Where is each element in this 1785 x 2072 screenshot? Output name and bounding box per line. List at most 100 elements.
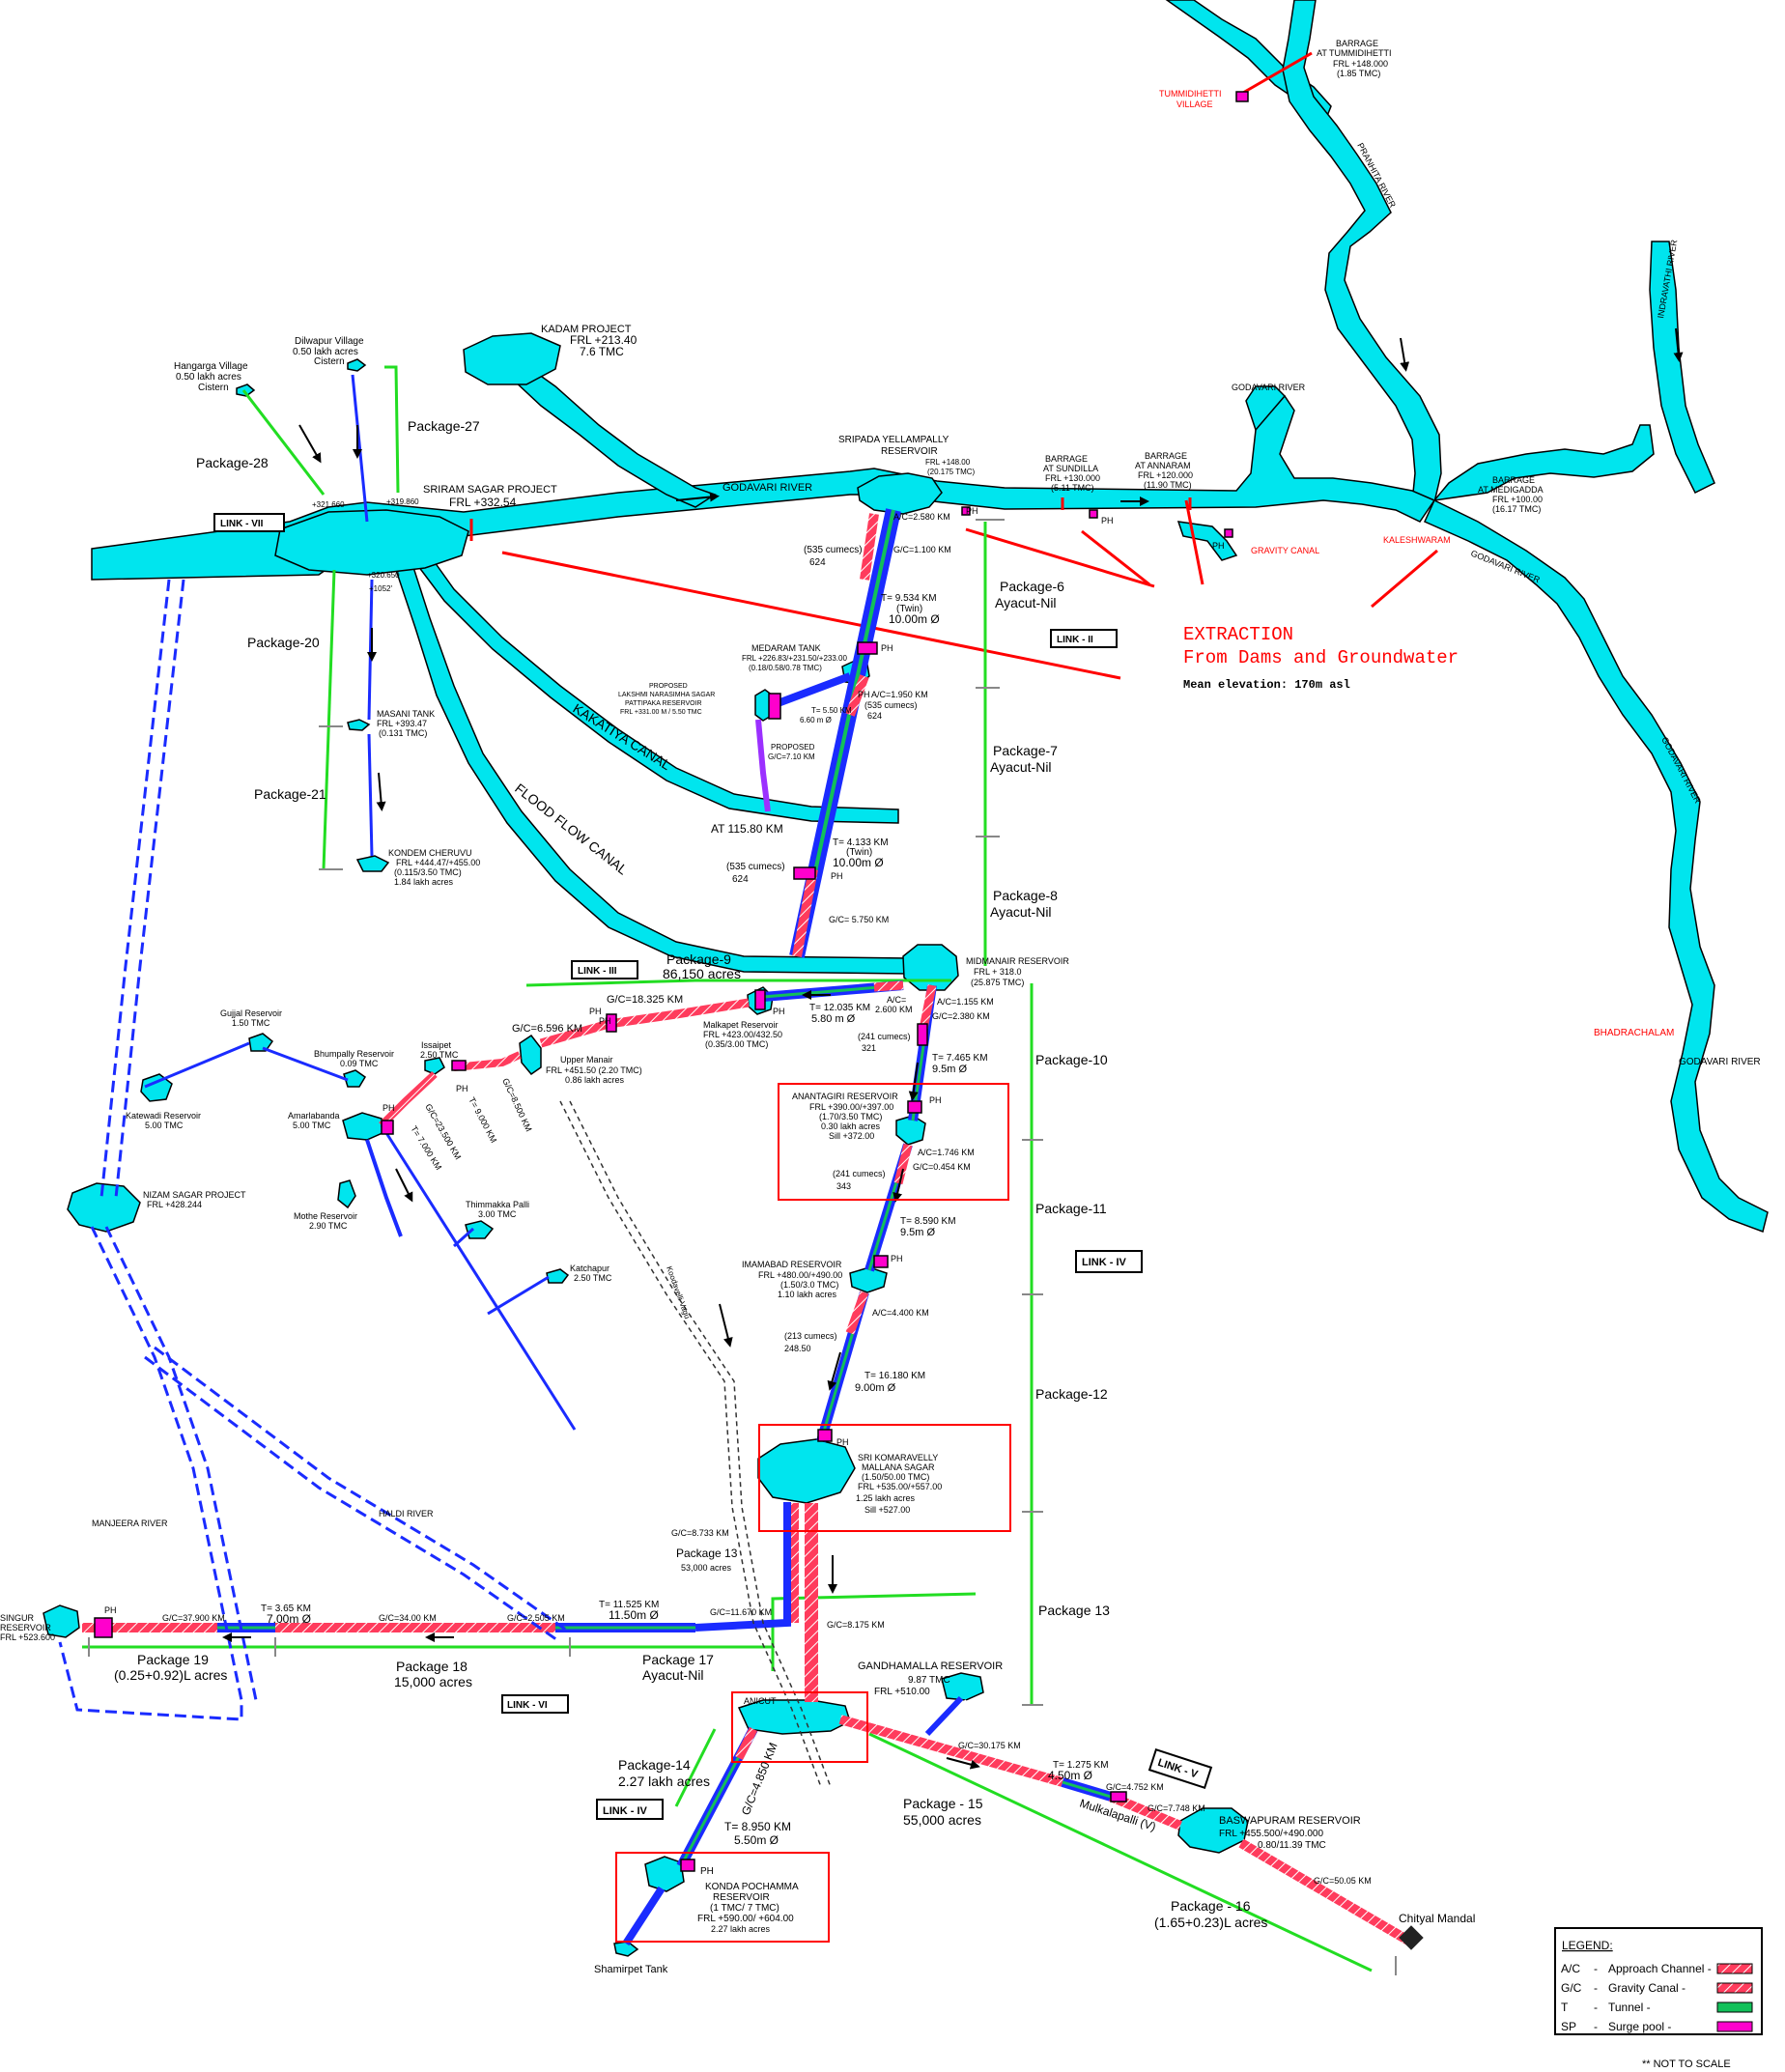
svg-text:G/C= 5.750 KM: G/C= 5.750 KM	[829, 915, 889, 924]
svg-text:T= 12.035 KM5.80 m Ø: T= 12.035 KM5.80 m Ø	[809, 1003, 870, 1025]
svg-text:Package-142.27 lakh acres: Package-142.27 lakh acres	[618, 1757, 710, 1789]
svg-text:Approach Channel -: Approach Channel -	[1608, 1962, 1712, 1975]
svg-text:PH: PH	[589, 1007, 602, 1016]
svg-text:A/C=2.600 KM: A/C=2.600 KM	[875, 995, 913, 1014]
svg-text:T= 8.590 KM9.5m Ø: T= 8.590 KM9.5m Ø	[900, 1216, 956, 1238]
svg-text:PH: PH	[858, 690, 870, 699]
mean-elevation: Mean elevation: 170m asl	[1183, 678, 1350, 692]
svg-text:+320.650: +320.650	[367, 571, 400, 580]
midmanair-reservoir	[902, 944, 959, 991]
svg-text:ANICUT: ANICUT	[744, 1696, 777, 1706]
kondem-cheruvu	[355, 855, 390, 872]
svg-text:LINK - IV: LINK - IV	[603, 1805, 647, 1817]
svg-text:KALESHWARAM: KALESHWARAM	[1383, 535, 1451, 545]
hangarga-cistern	[236, 383, 256, 397]
svg-text:G/C=50.05 KM: G/C=50.05 KM	[1314, 1876, 1372, 1886]
svg-text:LINK - VII: LINK - VII	[220, 519, 264, 529]
svg-text:Package-10: Package-10	[1035, 1052, 1108, 1067]
svg-text:G/C=8.733 KM: G/C=8.733 KM	[671, 1528, 729, 1538]
svg-text:Package-20: Package-20	[247, 635, 320, 650]
svg-text:G/C=4.752 KM: G/C=4.752 KM	[1106, 1782, 1164, 1792]
svg-text:Shamirpet Tank: Shamirpet Tank	[594, 1964, 668, 1975]
godavari-river-bend	[1432, 424, 1655, 502]
svg-text:Package-27: Package-27	[408, 418, 480, 434]
indravathi-river	[1649, 241, 1715, 495]
flow-arrows	[222, 327, 1684, 1770]
svg-text:PH: PH	[966, 506, 978, 516]
legend-item-approach: A/C - Approach Channel -	[1561, 1962, 1753, 1975]
legend-item-gravity: G/C - Gravity Canal -	[1561, 1981, 1753, 1995]
svg-text:G/C=8.500 KM: G/C=8.500 KM	[500, 1077, 533, 1133]
svg-text:G/C: G/C	[1561, 1981, 1582, 1995]
svg-text:PH: PH	[836, 1437, 849, 1447]
dilwapur-cistern	[347, 358, 367, 372]
svg-text:G/C=6.596 KM: G/C=6.596 KM	[512, 1023, 582, 1035]
svg-text:Package - 16(1.65+0.23)L acres: Package - 16(1.65+0.23)L acres	[1154, 1898, 1267, 1930]
svg-text:Package-28: Package-28	[196, 455, 269, 470]
singur-reservoir	[42, 1604, 80, 1638]
svg-text:PH: PH	[881, 643, 893, 653]
svg-text:GODAVARI RIVER: GODAVARI RIVER	[1679, 1057, 1761, 1067]
package-ticks	[88, 519, 1397, 1975]
svg-text:** NOT TO SCALE: ** NOT TO SCALE	[1642, 2058, 1731, 2070]
svg-text:G/C=1.100 KM: G/C=1.100 KM	[893, 545, 951, 554]
svg-text:PH: PH	[700, 1866, 714, 1877]
svg-text:(241 cumecs)321: (241 cumecs)321	[858, 1032, 911, 1053]
svg-text:LINK - II: LINK - II	[1057, 635, 1093, 645]
amarlabanda-reservoir	[342, 1112, 385, 1141]
svg-text:A/C=1.950 KM(535 cumecs)624: A/C=1.950 KM(535 cumecs)624	[864, 690, 928, 721]
masani-tank	[347, 719, 371, 731]
svg-text:(241 cumecs)343: (241 cumecs)343	[833, 1169, 886, 1191]
svg-text:AT 115.80 KM: AT 115.80 KM	[711, 822, 783, 836]
package-lines	[82, 365, 1373, 1973]
svg-text:Surge pool -: Surge pool -	[1608, 2020, 1671, 2033]
svg-text:BHADRACHALAM: BHADRACHALAM	[1594, 1028, 1674, 1038]
svg-text:T: T	[1561, 2001, 1569, 2014]
svg-text:GODAVARI RIVER: GODAVARI RIVER	[722, 482, 812, 494]
upper-manair-reservoir	[519, 1034, 542, 1076]
svg-text:Tunnel -: Tunnel -	[1608, 2001, 1651, 2014]
svg-text:G/C=18.325 KM: G/C=18.325 KM	[607, 994, 683, 1006]
svg-text:PH: PH	[1101, 516, 1114, 525]
issaipet-reservoir	[424, 1057, 445, 1075]
sripada-reservoir	[857, 472, 943, 515]
extraction-lines	[469, 51, 1438, 680]
kadam-channel	[511, 360, 717, 508]
svg-text:T= 9.534 KM(Twin)10.00m Ø: T= 9.534 KM(Twin)10.00m Ø	[881, 593, 940, 626]
svg-text:A/C=4.400 KM: A/C=4.400 KM	[872, 1308, 929, 1318]
katewadi-reservoir	[140, 1073, 173, 1102]
shamirpet-tank	[613, 1941, 639, 1957]
svg-text:T= 3.65 KM7.00m Ø: T= 3.65 KM7.00m Ø	[261, 1604, 311, 1626]
pump-houses	[94, 91, 1249, 1872]
svg-text:G/C=34.00 KM: G/C=34.00 KM	[379, 1613, 437, 1623]
svg-text:G/C=8.175 KM: G/C=8.175 KM	[827, 1620, 885, 1630]
svg-text:-: -	[1594, 2001, 1598, 2014]
svg-text:Chityal Mandal: Chityal Mandal	[1399, 1912, 1475, 1925]
svg-text:T= 8.950 KM5.50m Ø: T= 8.950 KM5.50m Ø	[724, 1820, 791, 1847]
svg-text:LINK - III: LINK - III	[578, 966, 617, 977]
svg-text:+321.660: +321.660	[312, 500, 345, 509]
svg-text:PH: PH	[891, 1254, 903, 1263]
svg-text:T= 9.000 KM: T= 9.000 KM	[467, 1095, 498, 1144]
kakatiya-canal	[413, 554, 899, 824]
svg-text:PH: PH	[599, 1016, 611, 1026]
